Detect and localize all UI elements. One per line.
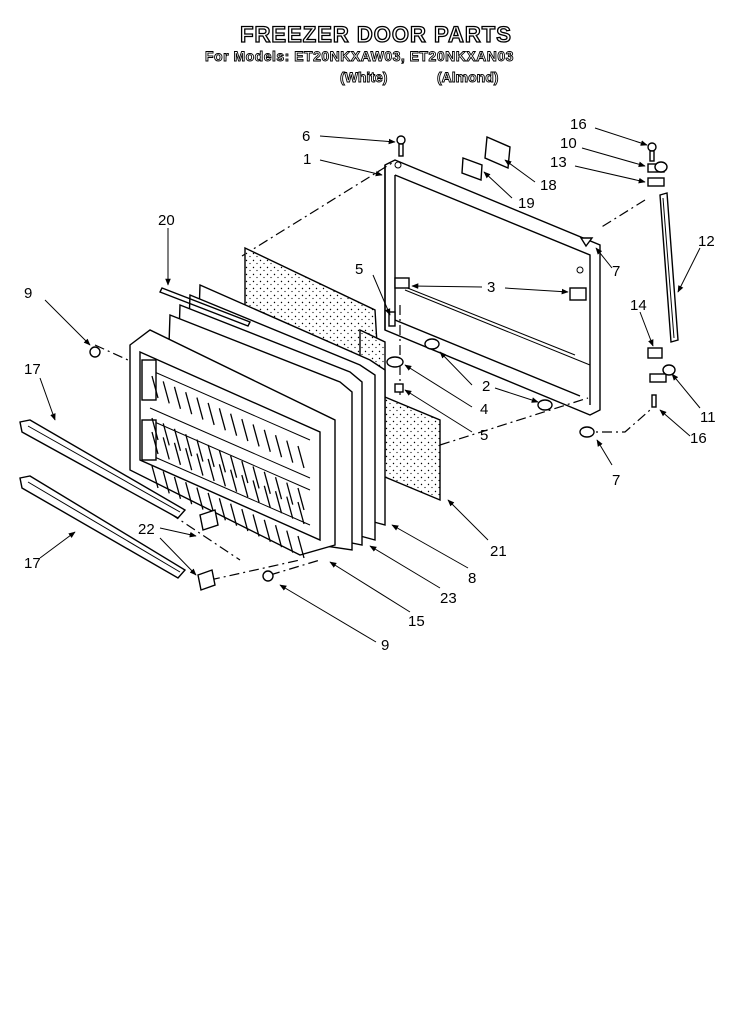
end-caps <box>197 509 219 591</box>
shelf-rib <box>241 418 249 442</box>
shelf-rib <box>162 381 170 404</box>
shelf-rib <box>229 413 238 436</box>
shelf-rib <box>263 471 271 495</box>
shelf-rib <box>252 514 260 537</box>
callout-16-lower: 16 <box>690 430 707 447</box>
shelf-rib <box>286 440 294 463</box>
shelf-rib <box>274 435 283 458</box>
models-line: For Models: ET20NKXAW03, ET20NKXAN03 <box>205 48 514 65</box>
callout-3: 3 <box>487 279 495 296</box>
shelf-rib <box>162 437 170 460</box>
shelf-rib <box>229 469 238 492</box>
shelf-rib <box>241 508 249 532</box>
shelf-rib <box>151 375 159 399</box>
shelf-rib <box>286 530 294 553</box>
callout-4: 4 <box>480 401 488 418</box>
callout-19: 19 <box>518 195 535 212</box>
shelf-rib <box>196 397 204 420</box>
shelf-rib <box>151 465 159 489</box>
shelf-rib <box>196 487 204 510</box>
callout-11: 11 <box>700 409 716 426</box>
shelf-rib <box>252 424 260 447</box>
inner-door-panel <box>129 329 336 559</box>
shelf-rib <box>274 477 283 500</box>
shelf-trim-bars <box>19 419 187 579</box>
shelf-rib <box>274 491 283 514</box>
callout-7-upper: 7 <box>612 263 620 280</box>
shelf-rib <box>207 444 215 468</box>
callout-numbers: 6 1 20 9 17 17 22 5 3 2 4 5 7 7 16 10 13… <box>24 116 716 654</box>
label-pieces <box>461 135 511 181</box>
hinge-gasket-strip <box>659 192 679 343</box>
shelf-rib <box>286 496 294 519</box>
callout-12: 12 <box>698 233 715 250</box>
shelf-rib <box>218 408 227 431</box>
callout-20: 20 <box>158 212 175 229</box>
shelf-rib <box>173 386 182 409</box>
hinge-hardware <box>386 135 676 438</box>
screws <box>89 346 274 582</box>
callout-1: 1 <box>303 151 311 168</box>
top-gasket-strip <box>159 287 251 327</box>
shelf-rib <box>196 439 204 462</box>
callout-18: 18 <box>540 177 557 194</box>
shelf-rib <box>218 498 227 521</box>
callout-17-lower: 17 <box>24 555 41 572</box>
callout-9-bottom: 9 <box>381 637 389 654</box>
shelf-rib <box>151 431 159 455</box>
callout-8: 8 <box>468 570 476 587</box>
callout-17-upper: 17 <box>24 361 41 378</box>
callout-9-left: 9 <box>24 285 32 302</box>
shelf-rib <box>218 464 227 487</box>
shelf-rib <box>185 433 193 457</box>
shelf-rib <box>185 447 193 471</box>
callout-7-lower: 7 <box>612 472 620 489</box>
callout-16-upper: 16 <box>570 116 587 133</box>
shelf-rib <box>241 474 249 498</box>
shelf-rib <box>241 460 249 484</box>
shelf-rib <box>173 428 182 451</box>
shelf-rib <box>196 453 204 476</box>
shelf-rib <box>162 423 170 446</box>
shelf-rib <box>252 466 260 489</box>
shelf-rib <box>274 525 283 548</box>
shelf-rib <box>297 445 305 469</box>
diagram-title: FREEZER DOOR PARTS <box>239 21 512 47</box>
shelf-rib <box>286 482 294 505</box>
callout-15: 15 <box>408 613 425 630</box>
shelf-rib <box>185 391 193 415</box>
shelf-rib <box>218 450 227 473</box>
shelf-rib <box>207 402 215 426</box>
callout-5-upper: 5 <box>355 261 363 278</box>
variant-white: (White) <box>340 69 388 86</box>
shelf-rib <box>173 476 182 499</box>
callout-23: 23 <box>440 590 457 607</box>
shelf-rib <box>263 519 271 543</box>
shelf-rib <box>297 501 305 525</box>
shelf-rib <box>263 485 271 509</box>
leader-lines <box>39 127 701 643</box>
callout-21: 21 <box>490 543 507 560</box>
shelf-rib <box>252 480 260 503</box>
shelf-rib <box>263 429 271 453</box>
callout-6: 6 <box>302 128 310 145</box>
shelf-rib <box>229 455 238 478</box>
shelf-rib <box>229 503 238 526</box>
shelf-rib <box>173 442 182 465</box>
callout-22: 22 <box>138 521 155 538</box>
shelf-rib <box>297 487 305 511</box>
shelf-rib <box>162 471 170 494</box>
shelf-rib <box>151 417 159 441</box>
callout-5-lower: 5 <box>480 427 488 444</box>
shelf-rib <box>185 481 193 505</box>
callout-2: 2 <box>482 378 490 395</box>
callout-14: 14 <box>630 297 647 314</box>
callout-10: 10 <box>560 135 577 152</box>
variant-almond: (Almond) <box>437 69 499 86</box>
shelf-rib <box>207 458 215 482</box>
callout-13: 13 <box>550 154 567 171</box>
shelf-rib <box>297 535 305 559</box>
